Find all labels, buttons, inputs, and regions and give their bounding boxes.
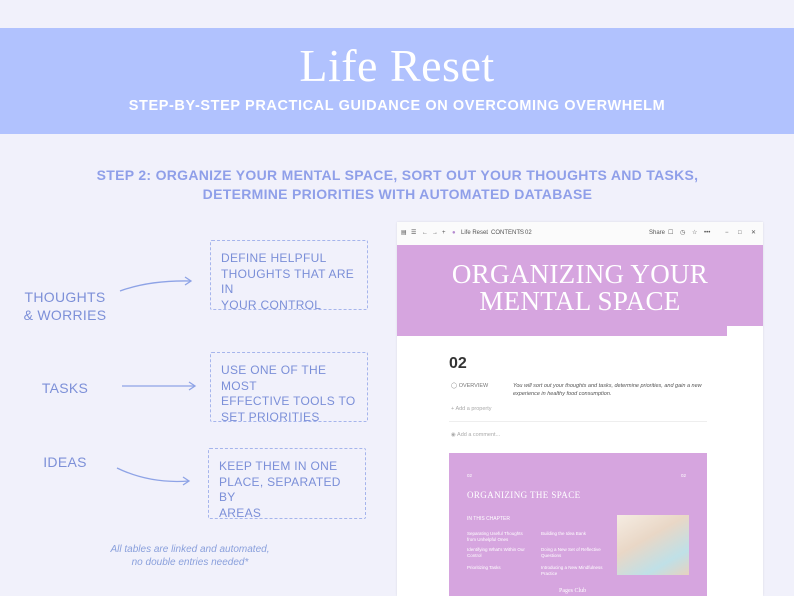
box-thoughts-line-1: DEFINE HELPFUL bbox=[221, 251, 327, 265]
cover-title-line-1: ORGANIZING YOUR bbox=[451, 259, 709, 289]
card-number-right: 02 bbox=[681, 473, 687, 478]
page-icon: ● bbox=[452, 230, 456, 236]
add-comment-label: Add a comment... bbox=[457, 432, 501, 438]
card-footer: Pages Club bbox=[559, 588, 587, 594]
add-property-label: Add a property bbox=[455, 406, 492, 412]
footnote-line-2: no double entries needed* bbox=[131, 556, 249, 568]
chapter-card[interactable]: 02 02 ORGANIZING THE SPACE IN THIS CHAPT… bbox=[449, 453, 707, 596]
card-section-label: IN THIS CHAPTER bbox=[467, 516, 510, 522]
app-toolbar: ▤ ☰ ← → + ● Life Reset / CONTENTS / 02 S… bbox=[397, 222, 763, 246]
box-ideas-line-2: PLACE, SEPARATED BY bbox=[219, 474, 341, 505]
overview-label: OVERVIEW bbox=[458, 383, 489, 389]
arrowhead-tasks bbox=[188, 381, 197, 391]
cover-notch bbox=[727, 326, 763, 338]
step-heading: STEP 2: ORGANIZE YOUR MENTAL SPACE, SORT… bbox=[60, 166, 735, 204]
box-set-priorities: USE ONE OF THE MOST EFFECTIVE TOOLS TO S… bbox=[210, 352, 368, 424]
menu-icon[interactable]: ☰ bbox=[411, 230, 417, 236]
card-photo bbox=[617, 515, 689, 575]
share-button[interactable]: Share bbox=[649, 230, 666, 236]
overview-property[interactable]: ◯ OVERVIEW bbox=[451, 383, 489, 389]
label-thoughts-line-2: & WORRIES bbox=[23, 307, 107, 323]
card-item: Doing a New Set of Reflective Questions bbox=[541, 547, 601, 558]
add-property-button[interactable]: + Add a property bbox=[451, 406, 492, 412]
page-cover: ORGANIZING YOUR MENTAL SPACE bbox=[397, 245, 763, 336]
label-thoughts-line-1: THOUGHTS bbox=[24, 289, 106, 305]
step-heading-line-1: STEP 2: ORGANIZE YOUR MENTAL SPACE, SORT… bbox=[96, 167, 699, 183]
star-icon[interactable]: ☆ bbox=[692, 230, 698, 236]
maximize-icon[interactable]: □ bbox=[738, 230, 742, 236]
card-number-left: 02 bbox=[467, 473, 473, 478]
footnote: All tables are linked and automated, no … bbox=[90, 544, 290, 569]
box-ideas-line-3: AREAS bbox=[219, 505, 262, 520]
box-helpful-thoughts: DEFINE HELPFUL THOUGHTS THAT ARE IN YOUR… bbox=[210, 240, 368, 312]
arrow-thoughts bbox=[119, 280, 192, 292]
app-screenshot: ▤ ☰ ← → + ● Life Reset / CONTENTS / 02 S… bbox=[397, 222, 763, 596]
page-subtitle: STEP-BY-STEP PRACTICAL GUIDANCE ON OVERC… bbox=[128, 98, 666, 114]
card-item: Introducing a New Mindfulness Practice bbox=[541, 565, 603, 576]
card-item: Building the Idea Bank bbox=[541, 531, 587, 536]
box-ideas-areas: KEEP THEM IN ONE PLACE, SEPARATED BY ARE… bbox=[208, 448, 366, 520]
overview-text: You will sort out your thoughts and task… bbox=[513, 383, 702, 397]
header-banner: Life Reset STEP-BY-STEP PRACTICAL GUIDAN… bbox=[0, 28, 794, 134]
box-tasks-line-2: EFFECTIVE TOOLS TO bbox=[221, 394, 356, 408]
breadcrumb-root[interactable]: Life Reset bbox=[461, 230, 489, 236]
add-comment-input[interactable]: ◉ Add a comment... bbox=[451, 432, 501, 438]
footnote-line-1: All tables are linked and automated, bbox=[110, 544, 270, 555]
cover-title: ORGANIZING YOUR MENTAL SPACE bbox=[397, 261, 763, 315]
box-thoughts-line-3: YOUR CONTROL bbox=[221, 297, 322, 312]
card-item: Separating Useful Thoughts from Unhelpfu… bbox=[467, 531, 523, 542]
label-ideas: IDEAS bbox=[43, 454, 87, 470]
breadcrumb-separator: / bbox=[519, 230, 521, 236]
clock-icon[interactable]: ◷ bbox=[680, 230, 686, 236]
add-icon[interactable]: + bbox=[442, 230, 446, 236]
arrowhead-thoughts bbox=[184, 276, 193, 286]
box-tasks-line-3: SET PRIORITIES bbox=[221, 409, 320, 424]
page-number: 02 bbox=[449, 355, 467, 372]
sidebar-toggle-icon[interactable]: ▤ bbox=[401, 230, 407, 236]
cover-title-line-2: MENTAL SPACE bbox=[479, 286, 681, 316]
more-icon[interactable]: ••• bbox=[704, 230, 711, 236]
close-icon[interactable]: ✕ bbox=[751, 230, 757, 236]
card-item: Prioritizing Tasks bbox=[467, 565, 501, 570]
arrowhead-ideas bbox=[182, 476, 191, 486]
arrow-ideas bbox=[116, 467, 190, 483]
box-thoughts-line-2: THOUGHTS THAT ARE IN bbox=[221, 266, 355, 297]
breadcrumb-separator: / bbox=[486, 230, 488, 236]
back-icon[interactable]: ← bbox=[422, 230, 428, 236]
label-tasks: TASKS bbox=[41, 380, 89, 396]
forward-icon[interactable]: → bbox=[432, 230, 438, 236]
label-thoughts-worries: THOUGHTS & WORRIES bbox=[18, 288, 112, 324]
comment-icon[interactable]: ☐ bbox=[668, 230, 674, 236]
box-ideas-line-1: KEEP THEM IN ONE bbox=[219, 459, 338, 473]
card-item: Identifying What's Within Our Control bbox=[467, 547, 525, 558]
breadcrumb-page[interactable]: 02 bbox=[525, 230, 532, 236]
breadcrumb-contents[interactable]: CONTENTS bbox=[491, 230, 524, 236]
divider bbox=[449, 421, 707, 422]
minimize-icon[interactable]: − bbox=[725, 230, 729, 236]
box-tasks-line-1: USE ONE OF THE MOST bbox=[221, 363, 327, 393]
step-heading-line-2: DETERMINE PRIORITIES WITH AUTOMATED DATA… bbox=[202, 186, 593, 202]
card-title: ORGANIZING THE SPACE bbox=[467, 490, 581, 500]
page-title: Life Reset bbox=[299, 40, 495, 91]
